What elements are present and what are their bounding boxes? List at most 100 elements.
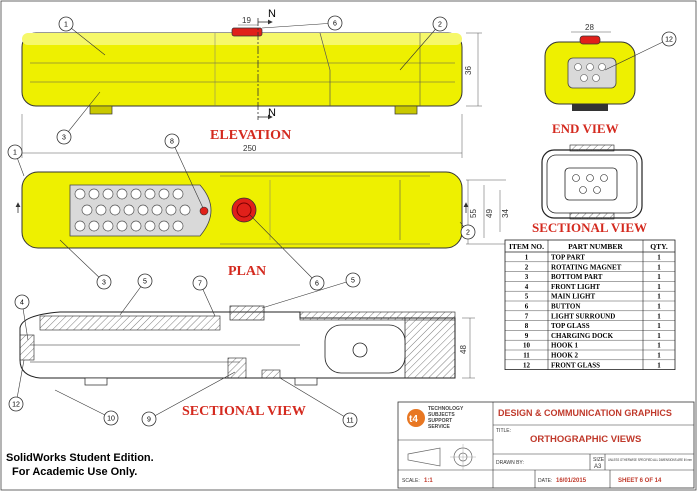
led-lens [158,188,170,200]
bom-part-number: HOOK 2 [551,352,579,360]
balloon-circle [327,15,343,31]
logo-line4: SERVICE [428,424,451,430]
bom-item-no: 6 [525,303,529,311]
bom-qty: 1 [657,352,661,360]
balloon-leader [399,23,441,71]
elevation-view: N N 19 36 ELEVATION [21,8,482,143]
dim-19: 19 [242,16,251,25]
scale-value: 1:1 [424,478,433,484]
balloon-number: 12 [12,402,20,409]
balloon-leader [261,22,336,29]
balloon-leader [279,377,351,421]
balloon-number: 4 [20,300,24,307]
balloon-circle [460,224,476,240]
elevation-title: ELEVATION [210,128,291,143]
led-lens [130,188,142,200]
bom-part-number: TOP GLASS [551,322,590,330]
bom-header-cell: ITEM NO. [509,242,544,251]
dim-34: 34 [501,209,510,218]
balloon-circle [309,275,325,291]
title-block-heading: DESIGN & COMMUNICATION GRAPHICS [498,408,672,418]
balloon-circle [192,275,208,291]
balloon-circle [56,129,72,145]
led-lens [102,220,114,232]
bom-qty: 1 [657,312,661,320]
balloon-leader [171,140,204,209]
balloon-circle [661,31,677,47]
balloon-circle [103,410,119,426]
bom-qty: 1 [657,332,661,340]
led-lens [144,220,156,232]
balloon-leader [54,389,112,419]
date-value: 16/01/2015 [556,478,587,484]
bom-part-number: BOTTOM PART [551,273,603,281]
dim-36: 36 [464,66,473,75]
balloon-circle [342,412,358,428]
plan-title: PLAN [228,264,266,279]
led-lens [137,204,149,216]
balloon-number: 2 [438,22,442,29]
bom-qty: 1 [657,254,661,262]
balloon-number: 12 [665,37,673,44]
bom-item-no: 9 [525,332,529,340]
bom-part-number: BUTTON [551,303,580,311]
edition-line-2: For Academic Use Only. [12,466,137,478]
balloon-number: 6 [333,21,337,28]
bom-qty: 1 [657,342,661,350]
balloon-number: 8 [170,139,174,146]
balloon-circle [432,16,448,32]
balloon-number: 2 [466,230,470,237]
bom-part-number: LIGHT SURROUND [551,312,615,320]
balloon-number: 10 [107,416,115,423]
bom-qty: 1 [657,322,661,330]
bom-item-no: 12 [523,361,531,369]
section-marker-bottom: N [268,107,276,119]
led-lens [74,188,86,200]
balloon-leader [261,279,354,309]
bom-part-number: FRONT LIGHT [551,283,600,291]
led-lens [88,188,100,200]
balloon-circle [14,294,30,310]
button-part [231,197,257,223]
end-view-title: END VIEW [552,121,619,136]
plan-view: 55 49 34 PLAN [15,171,510,279]
bom-part-number: MAIN LIGHT [551,293,595,301]
led-lens [172,220,184,232]
sectional-view-right-title: SECTIONAL VIEW [532,220,647,235]
dimension-note: UNLESS OTHERWISE SPECIFIED ALL DIMENSION… [608,457,692,462]
balloon-leader [65,23,106,56]
balloon-leader [59,239,105,283]
date-label: DATE: [538,478,552,484]
balloon-number: 1 [13,150,17,157]
balloon-circle [96,274,112,290]
bom-item-no: 8 [525,322,529,330]
balloon-circle [7,144,23,160]
sectional-view-bottom-title: SECTIONAL VIEW [182,404,306,419]
led-lens [151,204,163,216]
balloon-circle [141,411,157,427]
balloon-number: 7 [198,281,202,288]
section-marker-top: N [268,8,276,20]
bom-part-number: CHARGING DOCK [551,332,614,340]
balloon-leader [148,371,236,420]
bom-part-number: TOP PART [551,254,585,262]
led-lens [116,188,128,200]
dim-48: 48 [459,345,468,354]
bom-qty: 1 [657,273,661,281]
bom-qty: 1 [657,361,661,369]
end-view: 28 END VIEW [544,23,636,136]
led-lens [158,220,170,232]
sectional-view-bottom: 48 SECTIONAL VIEW [19,305,475,419]
bom-qty: 1 [657,293,661,301]
balloon-number: 3 [102,280,106,287]
led-lens [165,204,177,216]
led-lens [95,204,107,216]
size-label: SIZE [593,457,605,463]
led-lens [81,204,93,216]
balloon-circle [58,16,74,32]
led-lens [144,188,156,200]
